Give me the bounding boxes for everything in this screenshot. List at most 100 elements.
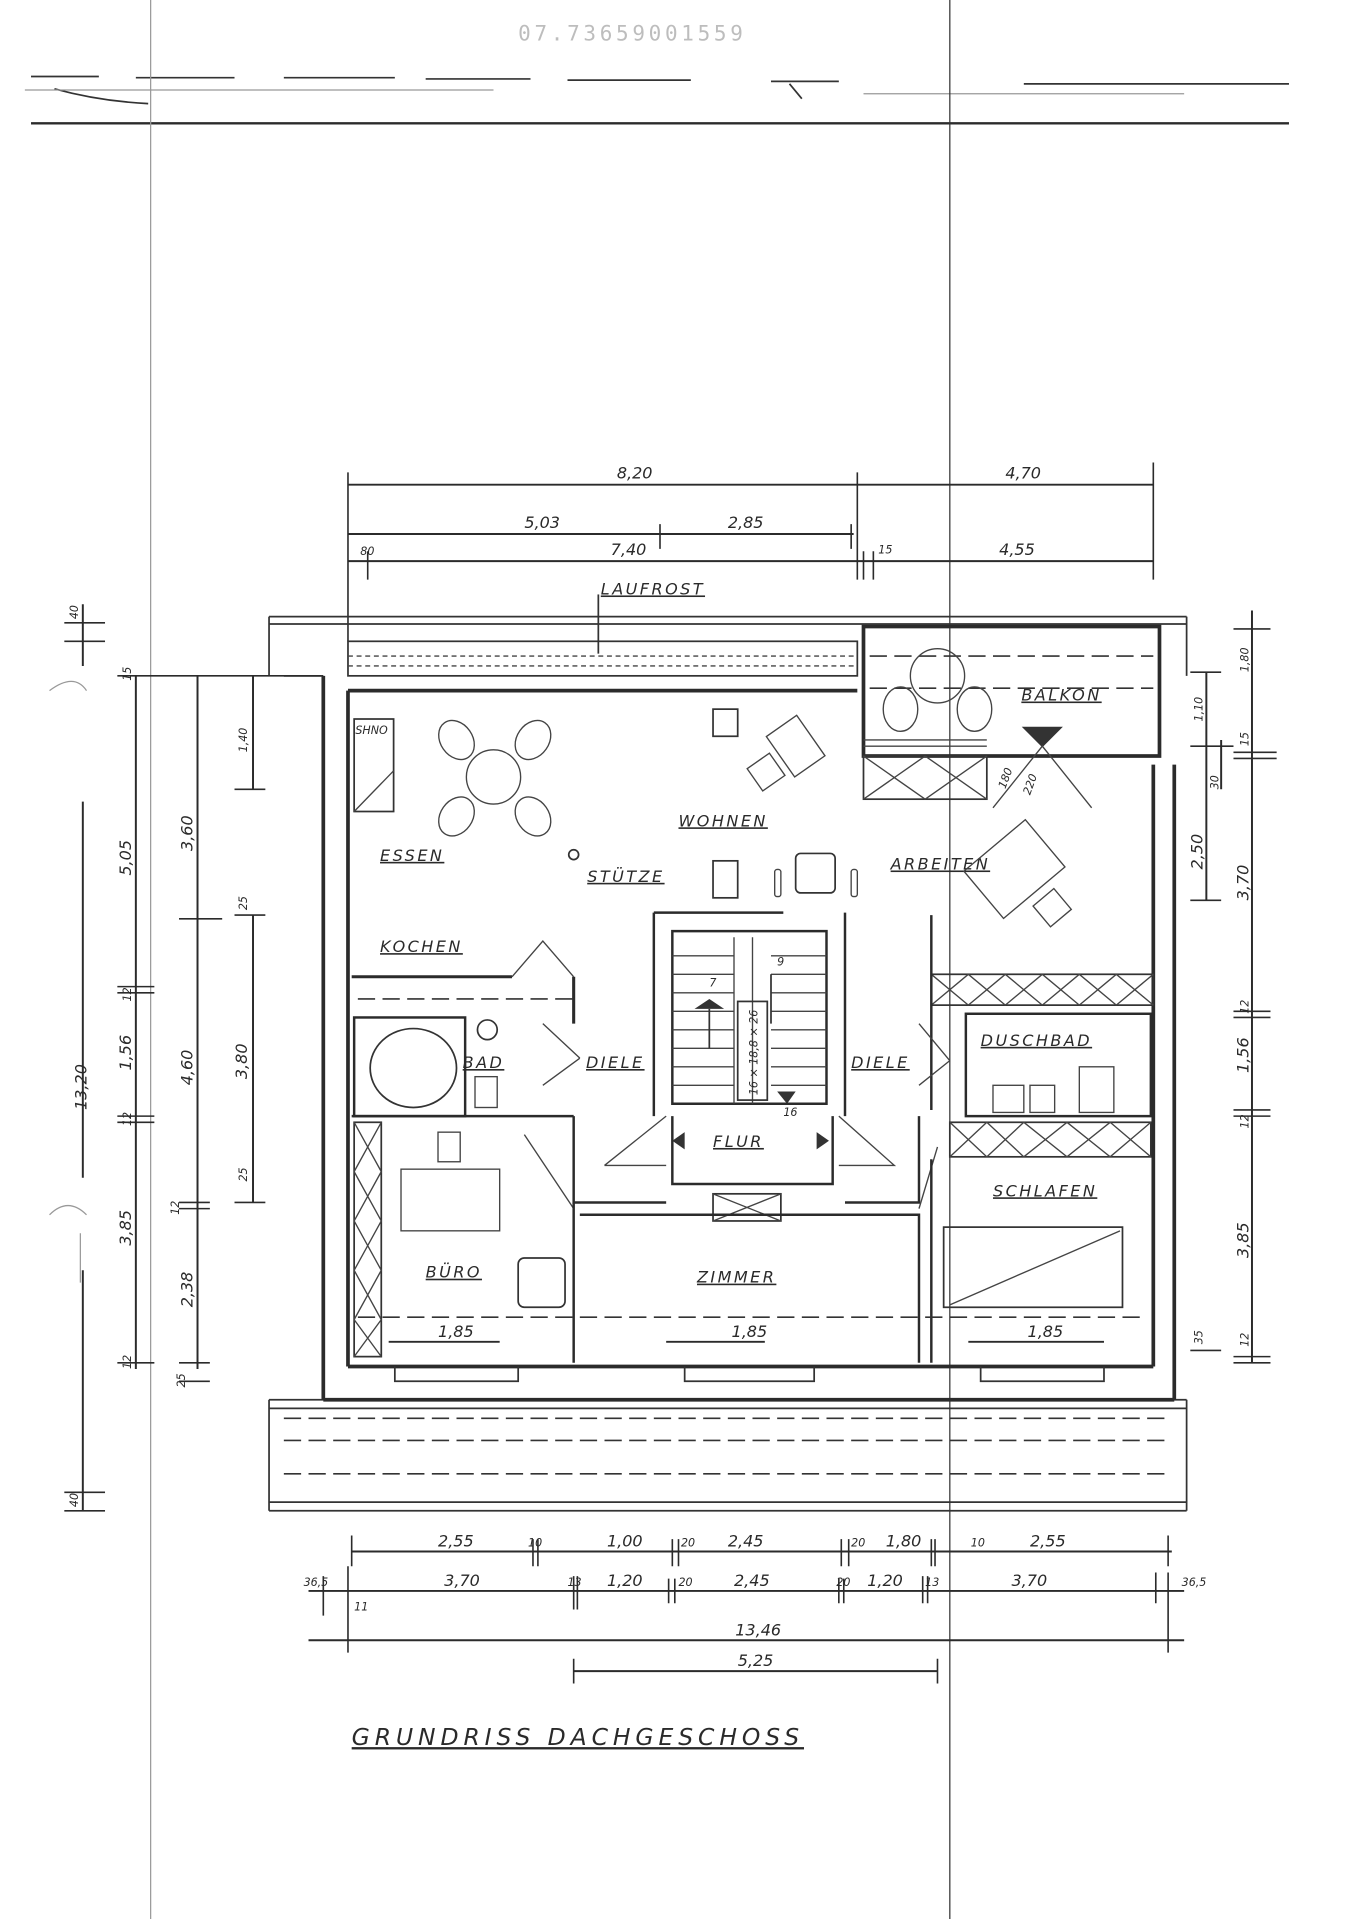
label-rooms-schrank: SHNO [355, 724, 388, 737]
label-dimensions-left_col1-1: 5,05 [116, 840, 135, 876]
label-dimensions-bottom_row1-1: 10 [528, 1537, 542, 1550]
label-dimensions-top_row3-2: 15 [878, 544, 892, 557]
label-dimensions-right_col2-0: 1,10 [1193, 697, 1206, 722]
label-dimensions-top_row1-1: 4,70 [1005, 464, 1041, 483]
label-dimensions-bottom_center: 5,25 [738, 1651, 774, 1670]
label-stair-window_w: 220 [1021, 772, 1040, 796]
label-dimensions-right_col1-7: 12 [1238, 1333, 1251, 1347]
window-dimensions: 1,85 1,85 1,85 [357, 1316, 1148, 1343]
label-dimensions-left_col1-6: 12 [121, 1355, 134, 1369]
label-stair-step_bottom: 16 [783, 1106, 797, 1119]
label-dimensions-left_col3-2: 3,80 [232, 1043, 251, 1079]
label-dimensions-left_col3-1: 25 [237, 896, 250, 910]
label-dimensions-left_col1-3: 1,56 [116, 1035, 135, 1071]
label-dimensions-right_col1-2: 3,70 [1233, 865, 1252, 901]
label-dimensions-top_row3-3: 4,55 [999, 540, 1035, 559]
label-dimensions-bottom_row1-2: 1,00 [607, 1532, 643, 1551]
duschbad-area: DIELE DUSCHBAD [851, 1012, 1153, 1118]
label-rooms-duschbad: DUSCHBAD [981, 1031, 1092, 1050]
right-dimensions: 1,80 15 3,70 12 1,56 12 3,85 12 1,10 30 … [1188, 610, 1277, 1364]
label-dimensions-bottom_row2-6: 20 [836, 1576, 850, 1589]
label-dimensions-top_row1-0: 8,20 [617, 464, 653, 483]
label-dimensions-bottom_row2-9: 3,70 [1011, 1571, 1047, 1590]
label-dimensions-left_col2-1: 4,60 [178, 1050, 197, 1086]
label-rooms-flur: FLUR [713, 1132, 764, 1151]
label-dimensions-right_col1-3: 12 [1238, 1000, 1251, 1014]
label-dimensions-left_col2-0: 3,60 [178, 815, 197, 851]
label-rooms-kochen: KOCHEN [380, 937, 463, 956]
buero-area: BÜRO [351, 1114, 575, 1363]
label-rooms-laufrost: LAUFROST [601, 579, 705, 598]
label-dimensions-bottom_row2-5: 2,45 [734, 1571, 770, 1590]
document-stamp-number: 07.73659001559 [518, 22, 746, 46]
bottom-dimensions: 2,55 10 1,00 20 2,45 20 1,80 10 2,55 36,… [304, 1532, 1207, 1684]
label-rooms-balkon: BALKON [1021, 686, 1101, 705]
label-dimensions-left_col2-3: 2,38 [178, 1272, 197, 1308]
label-dimensions-room_widths-2: 1,85 [1028, 1322, 1064, 1341]
stair-core: 16 × 18,8 × 26 7 9 16 [652, 911, 847, 1119]
label-dimensions-bottom_row2-4: 20 [679, 1576, 693, 1589]
label-dimensions-right_col1-0: 1,80 [1238, 647, 1251, 672]
label-dimensions-bottom_row2_sub: 11 [354, 1601, 368, 1614]
laufrost-walkway: LAUFROST [347, 579, 859, 677]
label-dimensions-bottom_row1-5: 20 [851, 1537, 865, 1550]
zimmer-area: ZIMMER [579, 1213, 921, 1363]
header-marks [24, 75, 1289, 125]
label-dimensions-left_col1-4: 12 [121, 1112, 134, 1126]
label-rooms-wohnen: WOHNEN [679, 811, 768, 830]
label-dimensions-left_col1-2: 12 [121, 987, 134, 1001]
label-dimensions-right_col2-3: 35 [1193, 1330, 1206, 1344]
top-dimensions: 8,20 4,70 5,03 2,85 80 7,40 15 4,55 [347, 462, 1155, 642]
label-rooms-diele_right: DIELE [851, 1053, 910, 1072]
label-dimensions-left_overhang-1: 40 [68, 1493, 81, 1507]
label-stair-step_top: 7 [709, 977, 716, 990]
exterior-walls [321, 675, 1177, 1402]
label-rooms-arbeiten: ARBEITEN [890, 854, 991, 873]
schlafen-area: SCHLAFEN [930, 1121, 1152, 1363]
label-dimensions-left_col1-0: 15 [121, 667, 134, 681]
label-stair-step_top2: 9 [777, 956, 784, 969]
label-dimensions-right_col2-1: 30 [1209, 775, 1222, 789]
label-dimensions-right_col1-5: 12 [1238, 1114, 1251, 1128]
label-stair-window_h: 180 [996, 766, 1015, 790]
label-dimensions-bottom_row2-3: 1,20 [607, 1571, 643, 1590]
label-dimensions-bottom_row2-8: 13 [925, 1576, 939, 1589]
label-rooms-stuetze: STÜTZE [587, 867, 664, 886]
label-dimensions-top_row2-1: 2,85 [728, 513, 764, 532]
label-dimensions-bottom_row2-1: 3,70 [444, 1571, 480, 1590]
label-dimensions-bottom_row1-0: 2,55 [438, 1532, 474, 1551]
label-dimensions-top_row2-0: 5,03 [524, 513, 560, 532]
label-dimensions-bottom_row1-4: 2,45 [728, 1532, 764, 1551]
bad-area: BAD DIELE [352, 1016, 645, 1118]
label-dimensions-top_row3-1: 7,40 [611, 540, 647, 559]
label-dimensions-left_col2-4: 25 [175, 1373, 188, 1387]
label-dimensions-bottom_row2-7: 1,20 [867, 1571, 903, 1590]
label-dimensions-bottom_row2-2: 13 [568, 1576, 582, 1589]
label-dimensions-bottom_row1-8: 2,55 [1030, 1532, 1066, 1551]
label-rooms-schlafen: SCHLAFEN [993, 1181, 1097, 1200]
label-dimensions-bottom_row2-10: 36,5 [1182, 1576, 1207, 1589]
label-dimensions-bottom_row1-3: 20 [681, 1537, 695, 1550]
label-dimensions-left_col2-2: 12 [169, 1201, 182, 1215]
label-dimensions-room_widths-0: 1,85 [438, 1322, 474, 1341]
label-dimensions-left_col1-5: 3,85 [116, 1210, 135, 1246]
label-rooms-essen: ESSEN [380, 846, 444, 865]
label-rooms-diele_left: DIELE [586, 1053, 645, 1072]
label-dimensions-right_col1-4: 1,56 [1233, 1037, 1252, 1073]
drawing-title: GRUNDRISS DACHGESCHOSS [352, 1723, 804, 1751]
label-stair-formula: 16 × 18,8 × 26 [747, 1010, 760, 1096]
roof-outline [268, 615, 1188, 1512]
left-dimensions: 13,20 40 40 15 5,05 12 1,56 12 3,85 12 3… [49, 604, 321, 1512]
label-dimensions-right_col2-2: 2,50 [1188, 834, 1207, 870]
label-dimensions-room_widths-1: 1,85 [732, 1322, 768, 1341]
label-dimensions-bottom_row1-7: 10 [971, 1537, 985, 1550]
label-dimensions-left_overhang-0: 40 [68, 605, 81, 619]
balkon: BALKON 180 220 [861, 624, 1162, 809]
flur-area: FLUR [523, 1115, 939, 1222]
label-dimensions-bottom_row1-6: 1,80 [886, 1532, 922, 1551]
arbeiten-area: ARBEITEN [890, 818, 1155, 1110]
label-rooms-buero: BÜRO [426, 1263, 482, 1282]
label-dimensions-left_col3-3: 25 [237, 1167, 250, 1181]
label-dimensions-left_col3-0: 1,40 [237, 728, 250, 753]
label-rooms-bad: BAD [463, 1053, 505, 1072]
